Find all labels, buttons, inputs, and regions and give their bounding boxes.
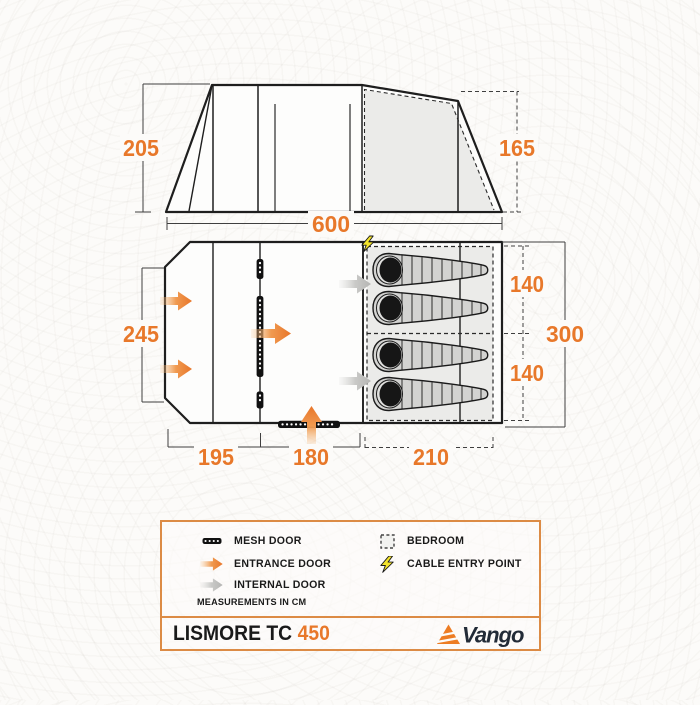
legend-label: INTERNAL DOOR [234,579,326,591]
dim-bedroom-height-label: 165 [499,135,535,161]
dimension-label-backgrounds [120,134,587,470]
legend-label: MESH DOOR [234,535,302,547]
entrance-door-icon [198,557,225,571]
legend-item-internal-door: INTERNAL DOOR [198,576,329,594]
dim-total-length-label: 600 [312,211,350,237]
legend-item-bedroom: BEDROOM [376,532,467,550]
model-name: LISMORE TC [173,621,293,645]
dimension-labels: 205 165 600 245 140 140 300 195 180 210 [123,135,584,470]
legend-label: BEDROOM [407,535,465,547]
dim-porch-length-label: 195 [198,444,234,470]
dim-side-height-label: 205 [123,135,159,161]
elevation-inner-tent-dashed [363,88,495,211]
elevation-interior-walls [212,86,459,211]
cable-entry-icon [376,555,398,573]
legend-label: ENTRANCE DOOR [234,558,332,570]
vango-logo: Vango [436,622,525,647]
dim-bottom-solid-bracket [167,429,361,448]
dim-bedroom-length-label: 210 [413,444,449,470]
legend-label: CABLE ENTRY POINT [407,558,522,570]
dim-bedroom-width-2-label: 140 [510,360,544,386]
dim-bedroom-width-1-label: 140 [510,271,544,297]
model-variant: 450 [297,621,330,645]
bedroom-icon [376,533,398,549]
legend-box: MESH DOOR ENTRANCE DOOR INTERNAL DOOR ME… [160,520,541,651]
floor-plan-view [141,235,566,448]
dim-front-width-label: 245 [123,321,159,347]
legend-item-mesh-door: MESH DOOR [198,532,305,550]
mesh-door-icon [198,537,225,545]
legend-item-entrance-door: ENTRANCE DOOR [198,555,335,573]
dim-total-width-label: 300 [546,321,584,347]
elevation-poles [274,104,351,211]
dim-bedroom-height-extension [461,91,521,213]
dim-living-length-label: 180 [293,444,329,470]
elevation-bedroom-shaded-area [364,90,494,210]
elevation-front-door-line [188,87,213,212]
side-elevation-view [135,83,521,230]
internal-door-icon [198,578,225,592]
legend-item-cable-entry: CABLE ENTRY POINT [376,555,526,573]
brand-wordmark: Vango [462,622,524,647]
measurements-note: MEASUREMENTS IN CM [197,597,307,608]
dim-bedroom-widths-bracket [504,245,531,421]
elevation-outline [164,83,504,214]
